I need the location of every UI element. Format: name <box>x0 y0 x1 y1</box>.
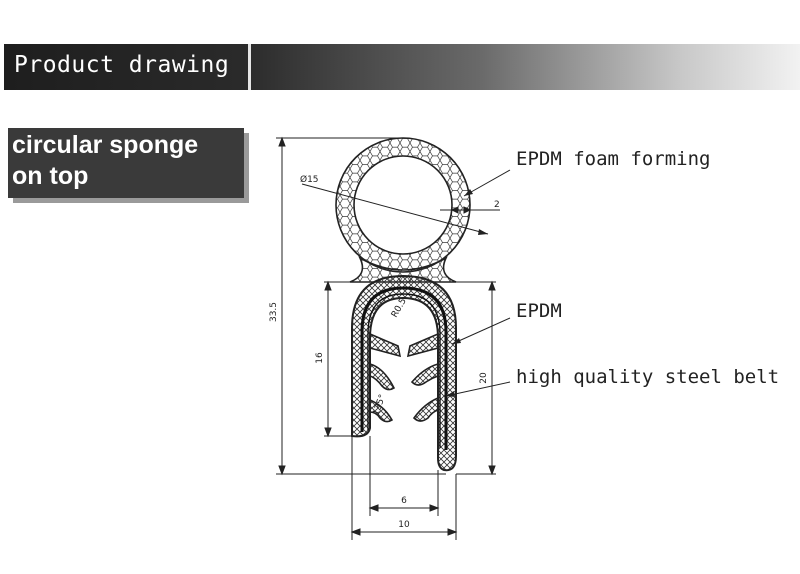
leader-steel <box>445 381 511 397</box>
page-title: Product drawing <box>14 52 230 78</box>
dim-outer-width <box>350 436 458 540</box>
header-bar: Product drawing <box>4 44 800 90</box>
grip-finger-left-1 <box>369 332 402 358</box>
leader-foam <box>463 169 511 197</box>
dim-thickness-label: 2 <box>494 200 500 210</box>
dim-inner-height-label: 16 <box>315 352 325 364</box>
dim-outer-height-label: 20 <box>479 372 489 384</box>
dim-total-height-label: 33.5 <box>269 302 279 322</box>
dim-total-height <box>276 136 446 476</box>
label-steel-belt: high quality steel belt <box>516 366 780 388</box>
bulb-neck <box>349 256 457 283</box>
label-epdm: EPDM <box>516 300 562 322</box>
grip-finger-left-2 <box>369 362 396 391</box>
feature-callout: circular sponge on top <box>8 128 244 198</box>
diameter-leader <box>301 183 489 235</box>
header-divider <box>248 44 251 90</box>
dim-inner-height <box>324 280 352 438</box>
leader-epdm <box>451 317 511 345</box>
dim-diameter-label: Ø15 <box>300 174 319 185</box>
feature-line-1: circular sponge <box>12 131 199 159</box>
dim-thickness <box>440 206 500 214</box>
dim-inner-width <box>368 436 440 516</box>
grip-finger-right-2 <box>410 362 439 386</box>
steel-belt-inner <box>367 293 441 448</box>
sponge-bulb <box>335 137 471 273</box>
label-epdm-foam: EPDM foam forming <box>516 148 711 170</box>
grip-finger-right-3 <box>412 396 439 422</box>
dim-outer-width-label: 10 <box>398 520 410 530</box>
grip-finger-right-1 <box>406 332 439 358</box>
feature-line-2: on top <box>12 162 89 190</box>
feature-text: circular sponge on top <box>12 130 198 192</box>
dim-inner-width-label: 6 <box>401 496 407 506</box>
steel-belt <box>360 286 448 450</box>
epdm-body <box>351 274 457 472</box>
grip-finger-left-3 <box>369 398 394 423</box>
dim-outer-height <box>456 280 496 476</box>
